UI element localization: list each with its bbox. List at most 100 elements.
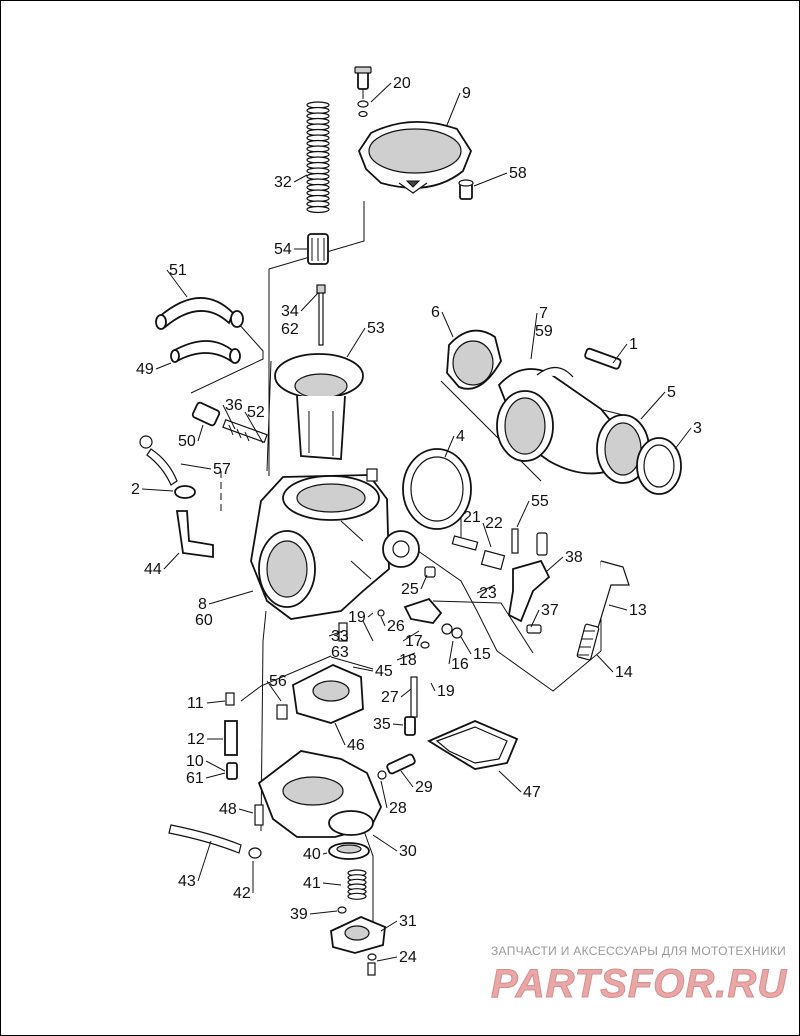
callout-30: 30	[399, 843, 417, 860]
part-47-bowl-gasket	[427, 720, 519, 770]
callout-leader-55	[516, 500, 530, 528]
part-43-drain-hose	[168, 824, 242, 854]
part-9-top-cover	[357, 121, 473, 194]
callout-5: 5	[667, 384, 676, 401]
callout-leader-2	[141, 488, 174, 492]
part-44-fuel-inlet	[175, 510, 214, 559]
part-34-jet-needle	[316, 284, 326, 346]
part-21-22-screw-spring	[451, 535, 506, 571]
callout-leader-49	[155, 362, 172, 370]
callout-2: 2	[131, 481, 140, 498]
callout-leader-50	[197, 424, 204, 442]
callout-leader-13	[608, 604, 628, 611]
callout-23: 23	[479, 585, 497, 602]
callout-leader-24	[376, 956, 398, 962]
part-30-float-bowl	[257, 750, 382, 838]
callout-14: 14	[615, 664, 633, 681]
callout-27: 27	[381, 689, 399, 706]
callout-38: 38	[565, 549, 583, 566]
callout-62: 62	[281, 321, 299, 338]
callout-44: 44	[144, 561, 162, 578]
callout-47: 47	[523, 784, 541, 801]
callout-19: 19	[348, 609, 366, 626]
callout-54: 54	[274, 241, 292, 258]
callout-29: 29	[415, 779, 433, 796]
callout-leader-4	[444, 435, 455, 458]
callout-leader-25	[420, 574, 428, 590]
callout-leader-22	[482, 522, 492, 548]
callout-leader-20	[370, 82, 392, 103]
callout-leader-7	[530, 312, 538, 360]
callout-4: 4	[456, 428, 465, 445]
callout-9: 9	[462, 85, 471, 102]
part-31-pump-cover	[330, 916, 386, 954]
callout-16: 16	[451, 656, 469, 673]
part-57-hose	[146, 448, 178, 486]
callout-leader-28	[380, 780, 388, 809]
callout-60: 60	[195, 612, 213, 629]
callout-leader-30	[372, 834, 398, 852]
callout-58: 58	[509, 165, 527, 182]
part-15-16-18-washers	[420, 623, 463, 649]
callout-8: 8	[198, 596, 207, 613]
callout-19: 19	[437, 683, 455, 700]
callout-46: 46	[347, 737, 365, 754]
part-56-46-float	[276, 664, 364, 724]
watermark: ЗАПЧАСТИ И АКСЕССУАРЫ ДЛЯ МОТОТЕХНИКИ PA…	[491, 944, 787, 1007]
callout-leader-19	[430, 682, 436, 692]
callout-leader-10	[205, 760, 226, 772]
callout-21: 21	[463, 509, 481, 526]
callout-42: 42	[233, 885, 251, 902]
callout-34: 34	[281, 303, 299, 320]
callout-25: 25	[401, 581, 419, 598]
part-8-carburetor-body	[250, 468, 420, 620]
callout-13: 13	[629, 602, 647, 619]
part-7-air-adapter	[496, 366, 620, 475]
part-25-bushing	[424, 566, 436, 578]
callout-leader-33	[328, 630, 344, 637]
callout-6: 6	[431, 304, 440, 321]
callout-55: 55	[531, 493, 549, 510]
callout-leader-14	[596, 654, 614, 673]
callout-17: 17	[405, 633, 423, 650]
callout-leader-11	[206, 700, 226, 704]
part-36-52-plunger	[222, 418, 268, 444]
callout-31: 31	[399, 913, 417, 930]
callout-3: 3	[693, 420, 702, 437]
part-5-gasket	[596, 414, 650, 484]
callout-22: 22	[485, 515, 503, 532]
part-28-29-screw	[377, 753, 416, 780]
part-17-26-lever	[377, 597, 443, 624]
callout-7: 7	[539, 305, 548, 322]
callout-leader-44	[163, 552, 180, 570]
callout-leader-32	[293, 174, 308, 183]
callout-leader-39	[309, 910, 338, 915]
part-37-screw	[526, 624, 542, 634]
callout-43: 43	[178, 873, 196, 890]
part-10-11-12-jets	[224, 692, 238, 780]
part-6-gasket	[446, 329, 502, 390]
part-2-clamp	[139, 435, 196, 499]
callout-leader-41	[322, 882, 342, 886]
part-39-o-ring	[337, 906, 347, 914]
callout-leader-6	[441, 311, 454, 338]
part-49-hose	[170, 340, 241, 364]
part-40-diaphragm	[328, 842, 370, 860]
callout-32: 32	[274, 174, 292, 191]
part-24-screw	[367, 953, 377, 976]
spring-41-coil	[347, 892, 367, 900]
callout-63: 63	[331, 644, 349, 661]
callout-28: 28	[389, 800, 407, 817]
callout-leader-58	[473, 172, 508, 187]
callout-33: 33	[331, 628, 349, 645]
callout-41: 41	[303, 875, 321, 892]
callout-leader-36	[222, 404, 236, 430]
callout-leader-17	[402, 630, 420, 642]
callout-leader-53	[346, 327, 366, 358]
callout-leader-23	[476, 584, 496, 594]
part-50-fitting	[191, 401, 221, 427]
part-41-spring	[347, 869, 367, 900]
callout-leader-15	[460, 636, 472, 655]
